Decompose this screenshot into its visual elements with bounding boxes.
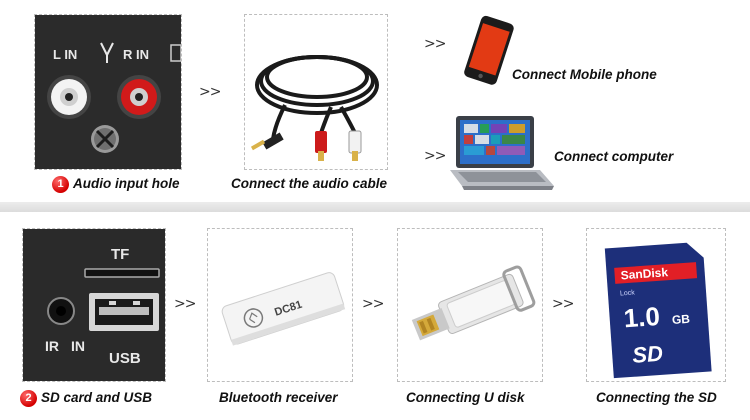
cable-caption: Connect the audio cable [231,176,388,191]
ir-jack [47,297,75,325]
sd-logo: SD [631,341,663,368]
mobile-phone-icon [464,15,514,85]
arrow-to-udisk: >> [362,296,384,312]
tf-card-slot [84,268,160,278]
sd-brand: SanDisk [620,265,669,282]
audio-cable-illustration [250,55,379,161]
arrow-to-cable: >> [199,84,221,100]
usb-port [89,293,159,331]
bluetooth-dongle-icon: DC81 [221,272,346,346]
sd-card-photo: SanDisk Lock 1.0 GB SD [586,228,726,382]
rca-white-plug-icon [348,130,362,161]
l-in-label: L IN [53,47,77,62]
in-label: IN [71,338,85,354]
udisk-caption: Connecting U disk [406,390,525,405]
ports-illustration: TF IR IN USB [23,229,165,381]
section-divider [0,202,750,212]
step-2-badge: 2 [20,390,37,407]
usb-label: USB [109,350,141,367]
sd-capacity: 1.0 [623,301,661,333]
sd-usb-caption: SD card and USB [41,390,153,405]
ir-label: IR [45,338,59,354]
ports-photo: TF IR IN USB [22,228,166,382]
bluetooth-photo: DC81 [207,228,353,382]
arrow-to-bluetooth: >> [174,296,196,312]
laptop-icon [450,116,554,190]
sd-lock-text: Lock [620,289,636,297]
sd-unit: GB [671,312,690,327]
aux-plug-icon [250,132,284,151]
phone-caption: Connect Mobile phone [512,67,657,82]
rca-white-jack [47,75,91,119]
audio-input-caption: Audio input hole [73,176,180,191]
rca-red-jack [117,75,161,119]
udisk-photo [397,228,543,382]
arrow-to-sd: >> [552,296,574,312]
arrow-to-phone: >> [424,36,446,52]
audio-input-illustration: L IN R IN [35,15,181,169]
bottom-panel: TF IR IN USB 2 SD card and USB >> [0,212,750,420]
usb-flash-drive-icon [411,265,536,341]
antenna-icon [100,42,114,63]
sd-caption: Connecting the SD [596,390,717,405]
audio-cable-photo [244,14,388,170]
r-in-label: R IN [123,47,149,62]
arrow-to-computer: >> [424,148,446,164]
screw-icon [91,125,119,153]
sd-card-icon: SanDisk Lock 1.0 GB SD [604,242,712,379]
rca-red-plug-icon [315,131,327,161]
step-1-badge: 1 [52,176,69,193]
tf-label: TF [111,246,129,263]
audio-input-photo: L IN R IN [34,14,182,170]
computer-caption: Connect computer [554,149,674,164]
bluetooth-caption: Bluetooth receiver [219,390,338,405]
top-panel: L IN R IN [0,0,750,202]
